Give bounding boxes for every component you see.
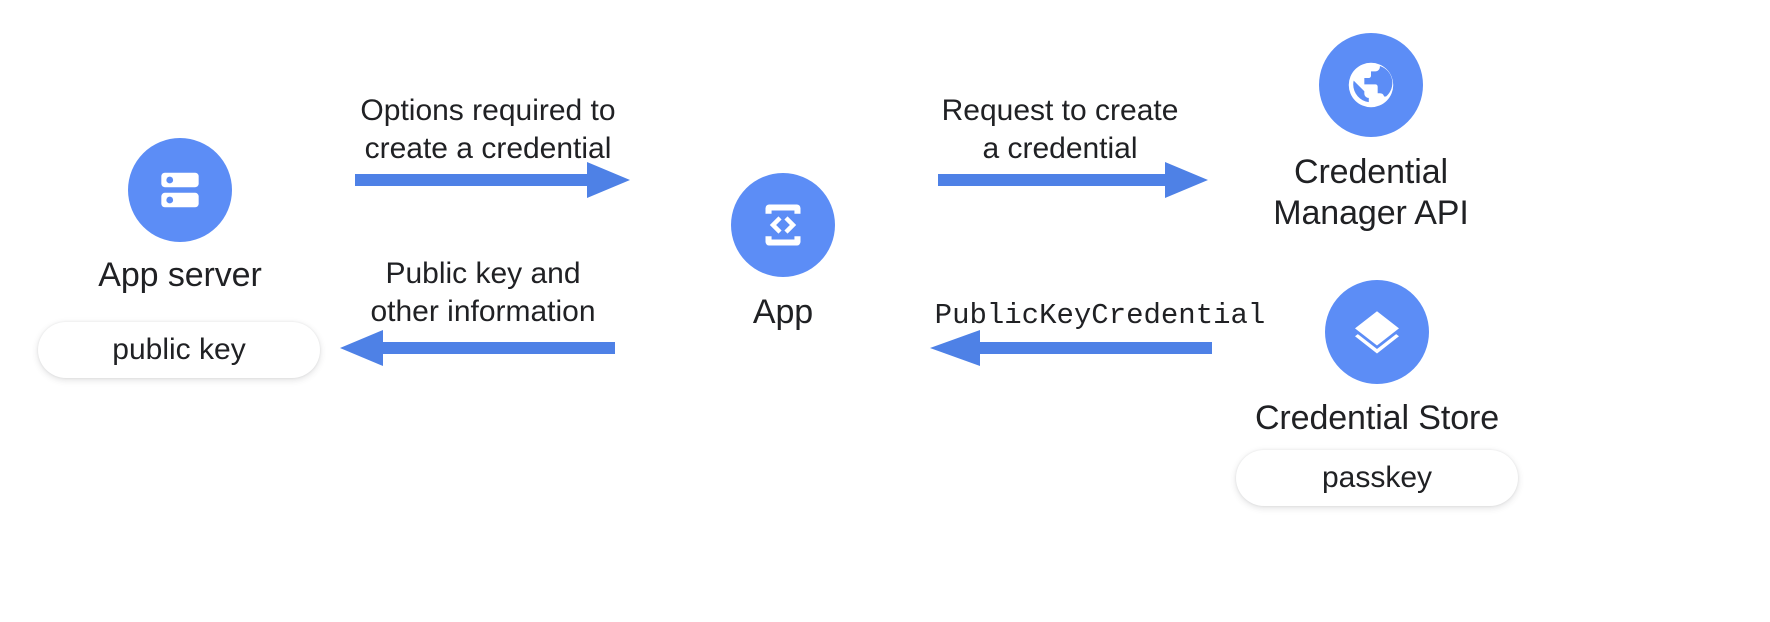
device-code-icon — [755, 197, 811, 253]
flow-label-request-to-create: Request to create a credential — [941, 94, 1179, 166]
server-icon — [152, 162, 208, 218]
layers-icon — [1348, 303, 1406, 361]
credential-manager-api-label: Credential Manager API — [1273, 153, 1469, 233]
credential-store-label: Credential Store — [1254, 399, 1500, 437]
app-label: App — [752, 293, 814, 331]
arrow-options-required — [355, 160, 630, 200]
passkey-pill: passkey — [1236, 450, 1518, 506]
flow-label-public-key-credential: PublicKeyCredential — [934, 299, 1266, 332]
flow-label-options-required: Options required to create a credential — [360, 94, 616, 166]
credential-manager-api-icon-badge — [1319, 33, 1423, 137]
app-server-icon-badge — [128, 138, 232, 242]
public-key-pill: public key — [38, 322, 320, 378]
arrow-public-key-info — [340, 328, 615, 368]
app-icon-badge — [731, 173, 835, 277]
globe-icon — [1342, 56, 1400, 114]
flow-label-public-key-info: Public key and other information — [370, 257, 596, 329]
arrow-request-to-create — [938, 160, 1208, 200]
app-server-label: App server — [98, 256, 262, 294]
credential-store-icon-badge — [1325, 280, 1429, 384]
arrow-public-key-credential — [930, 328, 1212, 368]
